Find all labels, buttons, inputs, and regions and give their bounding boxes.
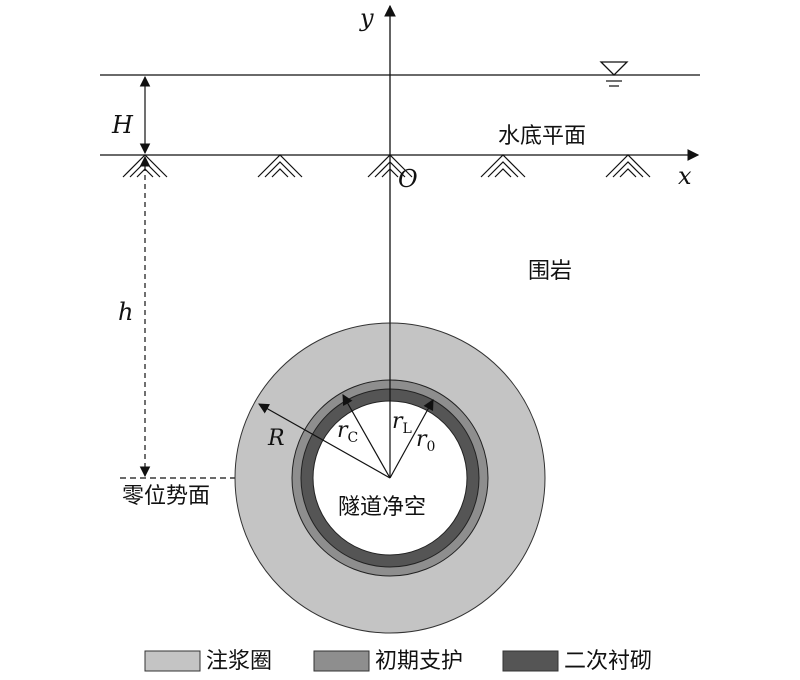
radius-rL-arrow — [389, 399, 434, 479]
radius-R-label: R — [267, 426, 285, 451]
radius-rC-arrow — [342, 394, 391, 479]
y-axis-label: y — [359, 4, 374, 32]
ground-hatch-icon — [122, 154, 651, 178]
origin-label: O — [398, 165, 418, 193]
water-level-icon — [599, 61, 629, 87]
x-axis-label: x — [678, 162, 692, 190]
water-depth-label: H — [111, 111, 134, 139]
tunnel-clear-label: 隧道净空 — [338, 495, 426, 520]
legend-swatch-primary — [313, 650, 370, 672]
tunnel-depth-label: h — [118, 298, 133, 326]
legend: 注浆圈 初期支护 二次衬砌 — [144, 649, 652, 674]
zero-potential-label: 零位势面 — [122, 484, 210, 509]
legend-label-secondary: 二次衬砌 — [564, 649, 652, 674]
legend-label-grout: 注浆圈 — [206, 649, 272, 674]
radius-R-arrow — [258, 403, 391, 479]
rock-label: 围岩 — [528, 259, 572, 284]
seabed-label: 水底平面 — [498, 124, 586, 149]
legend-swatch-secondary — [502, 650, 559, 672]
radius-rL-label: rL — [392, 409, 412, 437]
legend-swatch-grout — [144, 650, 201, 672]
radius-r0-label: r0 — [416, 427, 435, 455]
legend-label-primary: 初期支护 — [375, 649, 463, 674]
radius-rC-label: rC — [337, 418, 358, 446]
